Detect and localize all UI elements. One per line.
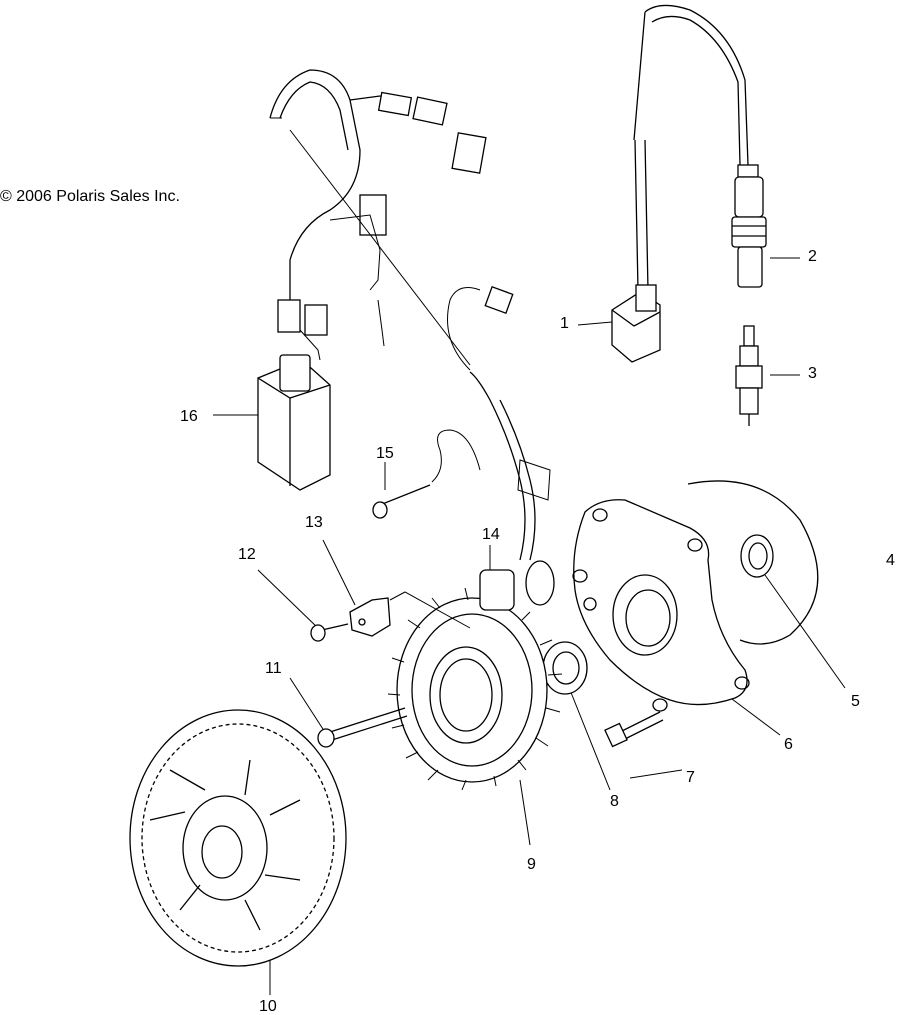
spark-plug-cap-drawing [731, 164, 767, 288]
callout-1: 1 [560, 315, 569, 332]
callout-11: 11 [265, 660, 282, 677]
flywheel-drawing [129, 709, 347, 967]
callout-8: 8 [610, 793, 619, 810]
bolt-7-drawing [604, 711, 664, 748]
bolt-11-drawing [317, 707, 408, 748]
stator-cover-drawing [572, 499, 750, 712]
callout-14: 14 [482, 526, 500, 543]
screw-15-drawing [372, 429, 481, 519]
seal-5-drawing [740, 534, 774, 578]
spark-plug-drawing [735, 325, 763, 426]
leader-lines [213, 257, 846, 995]
wiring-harness-drawing [269, 69, 487, 366]
callout-10: 10 [259, 998, 277, 1015]
trigger-coil-drawing [447, 286, 555, 611]
ignition-coil-drawing [611, 4, 749, 363]
callout-5: 5 [851, 693, 860, 710]
callout-13: 13 [305, 514, 323, 531]
cdi-box-drawing [257, 354, 331, 491]
copyright-notice: © 2006 Polaris Sales Inc. [0, 188, 180, 205]
callout-2: 2 [808, 248, 817, 265]
callout-3: 3 [808, 365, 817, 382]
callout-4: 4 [886, 552, 895, 569]
callout-7: 7 [686, 769, 695, 786]
callout-9: 9 [527, 856, 536, 873]
screw-12-drawing [310, 623, 349, 642]
stator-drawing [387, 587, 563, 791]
clamp-drawing [349, 591, 471, 637]
gasket-drawing [687, 480, 819, 645]
callout-6: 6 [784, 736, 793, 753]
callout-16: 16 [180, 408, 198, 425]
callout-12: 12 [238, 546, 256, 563]
callout-15: 15 [376, 445, 394, 462]
seal-8-drawing [542, 641, 588, 695]
